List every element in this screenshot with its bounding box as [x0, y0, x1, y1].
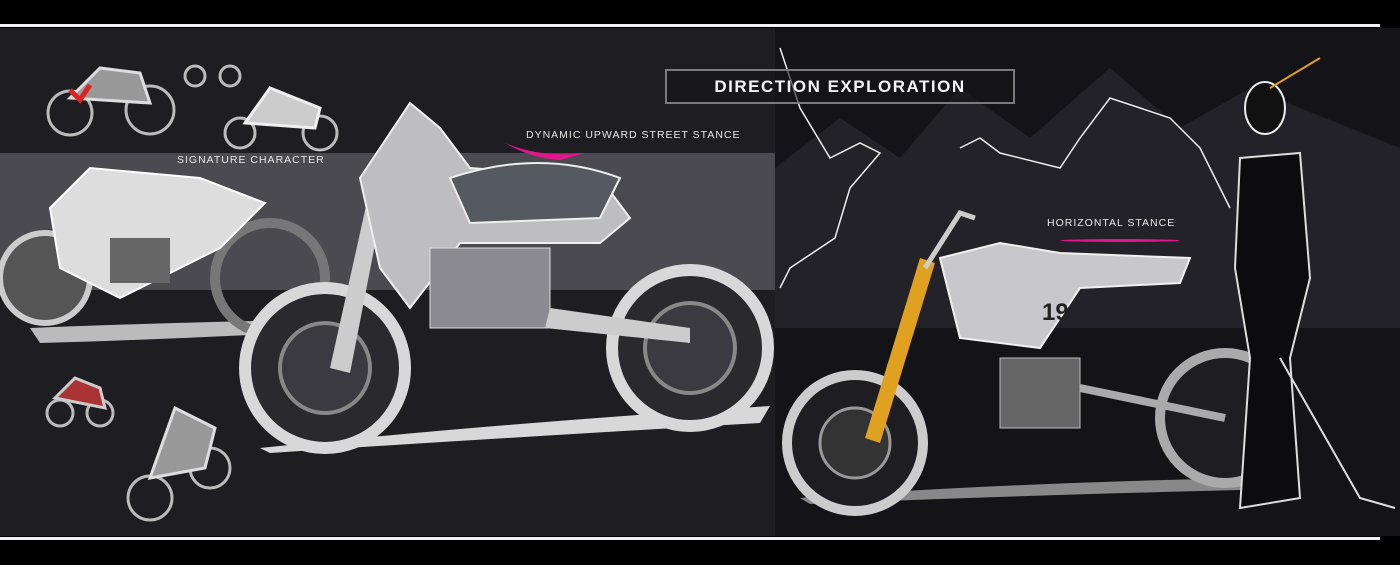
signature-bike-sketch [0, 166, 330, 338]
top-rule [0, 24, 1380, 27]
label-dynamic-upward-street-stance: DYNAMIC UPWARD STREET STANCE [526, 129, 741, 141]
ground-shadow-left [30, 320, 300, 343]
thumbnail-sketches [45, 64, 339, 522]
bottom-rule [0, 537, 1380, 540]
direction-exploration-title: DIRECTION EXPLORATION [665, 69, 1015, 104]
ground-shadow [260, 406, 770, 453]
accent-stroke [1060, 239, 1180, 242]
title-text: DIRECTION EXPLORATION [714, 76, 966, 96]
rider-figure-sketch [1233, 57, 1396, 510]
sketch-board: 19 DIRECTION EXPLORATION SIGNATURE CHARA… [0, 28, 1400, 536]
bike-number: 19 [1042, 299, 1069, 326]
sketch-artwork: 19 [0, 47, 1400, 522]
label-signature-character: SIGNATURE CHARACTER [177, 154, 325, 166]
dynamic-bike-sketch [239, 101, 774, 454]
label-horizontal-stance: HORIZONTAL STANCE [1047, 217, 1176, 229]
ground-shadow-right [800, 478, 1250, 504]
